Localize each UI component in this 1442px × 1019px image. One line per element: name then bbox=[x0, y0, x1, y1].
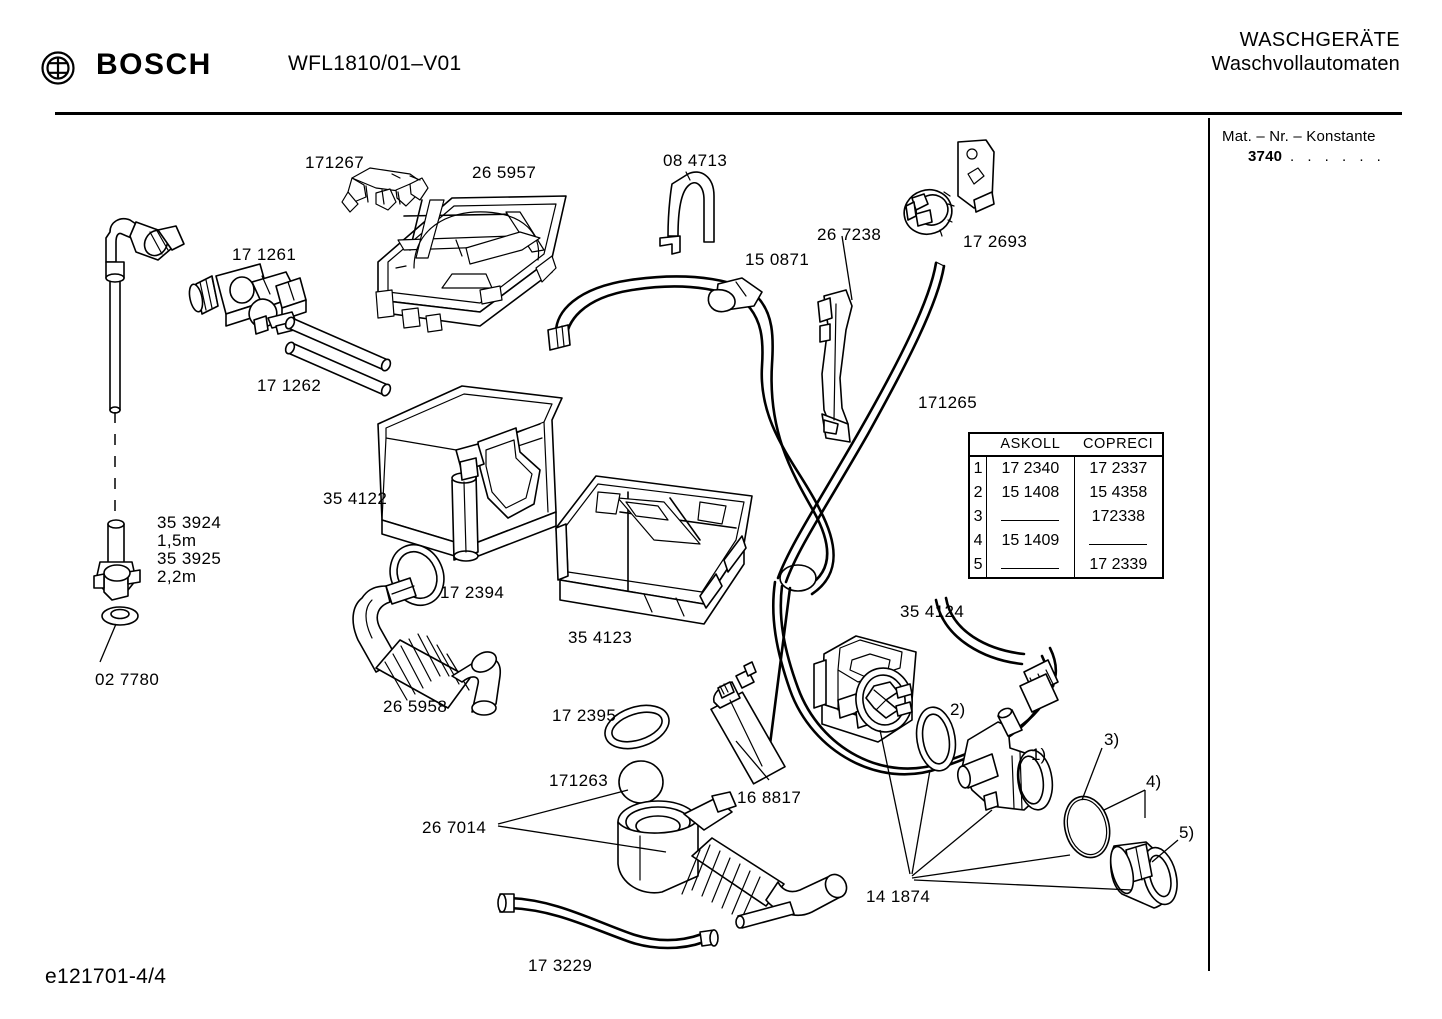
part-label-172394: 17 2394 bbox=[440, 583, 505, 602]
part-label-267238: 26 7238 bbox=[817, 225, 882, 244]
callout-5: 5) bbox=[1179, 823, 1195, 842]
part-drawing-171267 bbox=[341, 167, 429, 213]
variant-row-copreci-empty bbox=[1074, 529, 1162, 553]
bosch-logo-icon bbox=[41, 51, 75, 85]
part-drawing-354123 bbox=[555, 475, 753, 625]
empty-dash bbox=[1001, 511, 1060, 521]
part-label-353924: 35 3924 bbox=[157, 513, 222, 532]
category-main: WASCHGERÄTE bbox=[1239, 29, 1400, 51]
part-drawing-141874-pump bbox=[813, 635, 917, 743]
part-label-141874: 14 1874 bbox=[866, 887, 931, 906]
part-label-168817: 16 8817 bbox=[737, 788, 802, 807]
variant-table: ASKOLL COPRECI 1 17 2340 17 2337 2 15 14… bbox=[968, 432, 1164, 579]
part-drawing-354122 bbox=[377, 385, 563, 562]
part-label-353924-length: 1,5m bbox=[157, 531, 197, 550]
variant-row-index: 5 bbox=[970, 553, 988, 577]
model-code: WFL1810/01–V01 bbox=[288, 52, 462, 75]
variant-row-askoll: 15 1409 bbox=[986, 529, 1075, 553]
part-label-267014: 26 7014 bbox=[422, 818, 487, 837]
document-code: e121701-4/4 bbox=[45, 965, 167, 988]
part-label-265958: 26 5958 bbox=[383, 697, 448, 716]
part-drawing-172693 bbox=[903, 189, 955, 237]
part-label-084713: 08 4713 bbox=[663, 151, 728, 170]
variant-row-copreci: 15 4358 bbox=[1089, 484, 1148, 501]
part-drawing-265957 bbox=[375, 195, 567, 333]
variant-row-askoll-empty bbox=[986, 553, 1075, 577]
part-drawing-washer-ring-3 bbox=[1063, 795, 1111, 859]
variant-row-copreci: 172338 bbox=[1091, 508, 1146, 525]
variant-row-index: 4 bbox=[970, 529, 988, 553]
material-number-label: Mat. – Nr. – Konstante bbox=[1222, 128, 1376, 145]
variant-col-copreci-header: COPRECI bbox=[1074, 434, 1162, 457]
part-drawing-173229 bbox=[497, 893, 719, 950]
variant-row-askoll-empty bbox=[986, 505, 1075, 529]
part-drawing-267238 bbox=[817, 289, 853, 443]
part-drawing-084713 bbox=[659, 171, 715, 255]
part-label-173229: 17 3229 bbox=[528, 956, 593, 975]
table-row: 1 17 2340 17 2337 bbox=[970, 456, 1162, 481]
part-label-172693: 17 2693 bbox=[963, 232, 1028, 251]
part-drawing-150871 bbox=[547, 275, 835, 762]
header-divider-rule bbox=[55, 112, 1402, 115]
part-drawing-168817 bbox=[710, 661, 786, 785]
part-drawing-353924-top bbox=[105, 217, 185, 414]
variant-table-body: 1 17 2340 17 2337 2 15 1408 15 4358 3 17… bbox=[970, 456, 1162, 577]
empty-dash bbox=[1089, 535, 1148, 545]
part-label-171261: 17 1261 bbox=[232, 245, 297, 264]
part-label-027780: 02 7780 bbox=[95, 670, 160, 689]
leader-lines-141874 bbox=[879, 729, 1133, 891]
part-label-354122: 35 4122 bbox=[323, 489, 388, 508]
variant-row-askoll: 15 1408 bbox=[986, 481, 1075, 505]
part-label-171265: 171265 bbox=[918, 393, 978, 412]
category-sub: Waschvollautomaten bbox=[1211, 53, 1400, 75]
variant-row-index: 2 bbox=[970, 481, 988, 505]
table-row: 4 15 1409 bbox=[970, 529, 1162, 553]
part-label-354124: 35 4124 bbox=[900, 602, 965, 621]
variant-col-askoll-header: ASKOLL bbox=[986, 434, 1075, 457]
part-label-265957: 26 5957 bbox=[472, 163, 537, 182]
table-row: 5 17 2339 bbox=[970, 553, 1162, 577]
part-drawing-171263 bbox=[618, 760, 664, 804]
callout-1: 1) bbox=[1031, 745, 1047, 764]
variant-table-header-row: ASKOLL COPRECI bbox=[970, 434, 1162, 457]
brand-name: BOSCH bbox=[96, 48, 212, 81]
variant-row-askoll: 17 2340 bbox=[986, 456, 1075, 481]
part-drawing-filter-cap-5 bbox=[1109, 841, 1178, 909]
part-label-150871: 15 0871 bbox=[745, 250, 810, 269]
vertical-divider-rule bbox=[1208, 118, 1210, 971]
material-number-dots: . . . . . . bbox=[1290, 148, 1386, 165]
variant-row-index: 3 bbox=[970, 505, 988, 529]
part-drawing-267014 bbox=[497, 789, 848, 929]
variant-row-copreci: 17 2339 bbox=[1089, 556, 1148, 573]
part-label-353925: 35 3925 bbox=[157, 549, 222, 568]
part-label-172395: 17 2395 bbox=[552, 706, 617, 725]
part-drawing-353924-bottom bbox=[93, 519, 141, 663]
variant-row-copreci: 17 2337 bbox=[1089, 460, 1148, 477]
part-label-354123: 35 4123 bbox=[568, 628, 633, 647]
part-label-353925-length: 2,2m bbox=[157, 567, 197, 586]
table-row: 2 15 1408 15 4358 bbox=[970, 481, 1162, 505]
callout-3: 3) bbox=[1104, 730, 1120, 749]
callout-2: 2) bbox=[950, 700, 966, 719]
part-drawing-171261 bbox=[188, 263, 307, 335]
part-label-171263: 171263 bbox=[549, 771, 609, 790]
table-row: 3 172338 bbox=[970, 505, 1162, 529]
variant-table-grid: ASKOLL COPRECI 1 17 2340 17 2337 2 15 14… bbox=[970, 434, 1162, 577]
part-label-171262: 17 1262 bbox=[257, 376, 322, 395]
variant-col-index-header bbox=[970, 434, 987, 457]
callout-4: 4) bbox=[1146, 772, 1162, 791]
part-label-171267: 171267 bbox=[305, 153, 365, 172]
variant-row-index: 1 bbox=[970, 456, 988, 481]
empty-dash bbox=[1001, 559, 1060, 569]
part-drawing-mounting-plate bbox=[957, 139, 995, 213]
material-number-value: 3740 bbox=[1248, 148, 1283, 165]
